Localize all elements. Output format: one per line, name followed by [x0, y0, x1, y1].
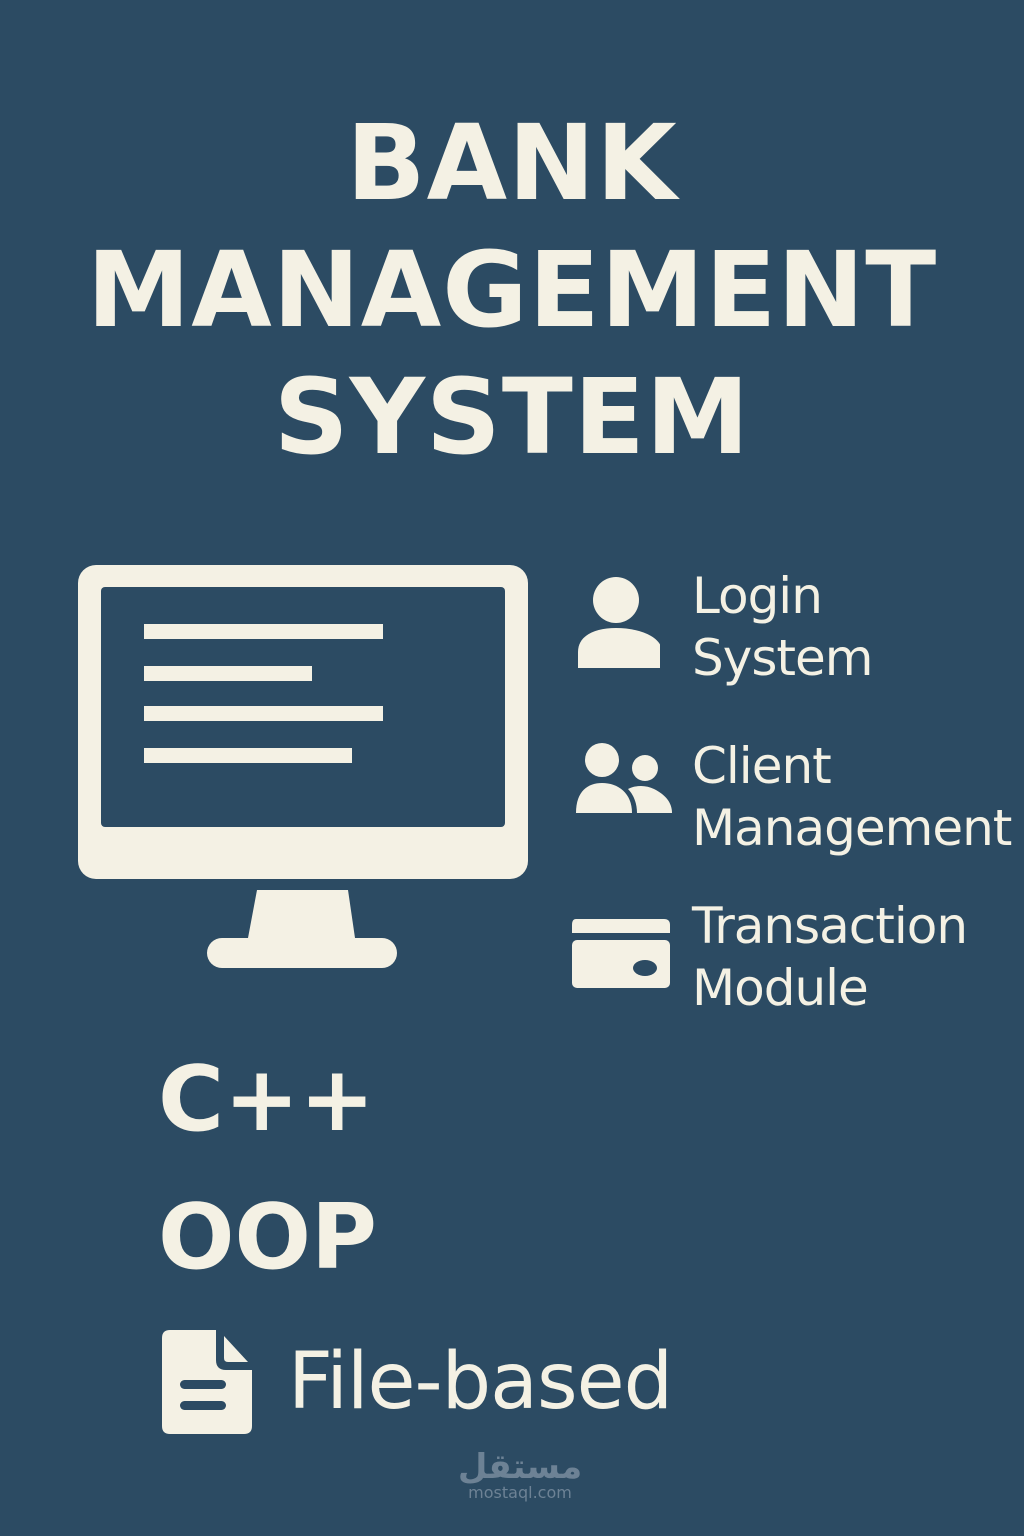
feature-label: Login System: [692, 567, 873, 687]
user-icon: [570, 570, 662, 674]
page-title: BANK MANAGEMENT SYSTEM: [0, 100, 1024, 481]
feature-label: Client Management: [692, 737, 1012, 857]
feature-login-system: Login System: [570, 565, 1010, 695]
watermark-logo: مستقل: [457, 1447, 583, 1487]
title-line-1: BANK: [346, 102, 678, 224]
tech-storage: File-based: [162, 1330, 722, 1434]
desktop-monitor-icon: [78, 565, 528, 970]
tech-language: C++: [158, 1047, 375, 1152]
users-icon: [570, 741, 674, 825]
watermark: مستقل mostaql.com: [420, 1450, 620, 1502]
tech-paradigm: OOP: [158, 1185, 377, 1290]
feature-client-management: Client Management: [570, 737, 1012, 867]
watermark-url: mostaql.com: [468, 1483, 572, 1502]
storage-label: File-based: [288, 1337, 673, 1427]
title-line-3: SYSTEM: [273, 356, 751, 478]
credit-card-icon: [570, 919, 672, 993]
title-line-2: MANAGEMENT: [86, 229, 938, 351]
file-document-icon: [162, 1330, 252, 1438]
feature-label: Transaction Module: [692, 897, 968, 1017]
feature-transaction-module: Transaction Module: [570, 895, 1010, 1025]
